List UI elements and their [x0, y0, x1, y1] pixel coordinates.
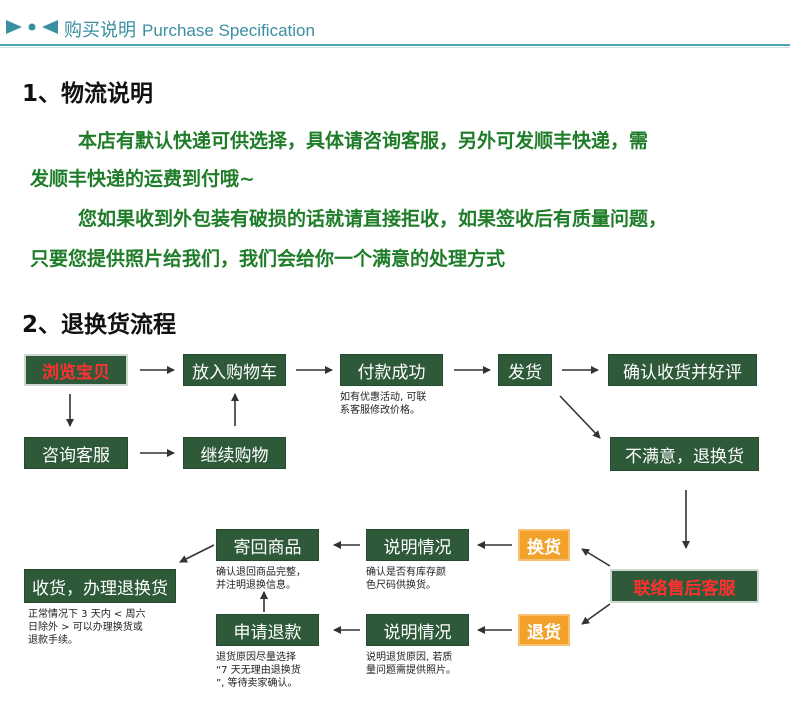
box-pay: 付款成功	[340, 354, 443, 386]
note-receive-line-1: 正常情况下 3 天内 < 周六	[28, 609, 146, 620]
box-consult: 咨询客服	[24, 437, 128, 469]
note-send-back-line-2: 并注明退换信息。	[216, 580, 296, 591]
note-explain-exchange: 确认是否有库存颜 色尺码供换货。	[366, 566, 446, 592]
box-receive: 收货，办理退换货	[24, 569, 176, 603]
section1-line-1: 本店有默认快递可供选择，具体请咨询客服，另外可发顺丰快递，需	[78, 130, 649, 152]
box-explain-exchange: 说明情况	[366, 529, 469, 561]
note-receive-line-3: 退款手续。	[28, 635, 78, 646]
arrow-sendback-receive	[179, 544, 215, 563]
box-send-back: 寄回商品	[216, 529, 319, 561]
note-pay-line-1: 如有优惠活动, 可联	[340, 392, 427, 403]
section1-line-4: 只要您提供照片给我们，我们会给你一个满意的处理方式	[30, 248, 506, 270]
note-pay-line-2: 系客服修改价格。	[340, 405, 420, 416]
note-receive-line-2: 日除外 > 可以办理换货或	[28, 622, 143, 633]
section2-heading: 2、退换货流程	[22, 312, 177, 338]
header-title-en: Purchase Specification	[142, 21, 315, 40]
section1-heading: 1、物流说明	[22, 81, 154, 107]
box-confirm: 确认收货并好评	[608, 354, 757, 386]
header-divider-light	[0, 47, 790, 48]
header-divider	[0, 44, 790, 46]
header-title: 购买说明 Purchase Specification	[64, 16, 315, 42]
box-exchange: 换货	[518, 529, 570, 561]
arrow-ship-unsatisfied	[559, 395, 601, 439]
note-apply-return-line-1: 退货原因尽量选择	[216, 652, 296, 663]
note-apply-return-line-2: “7 天无理由退换货	[216, 665, 301, 676]
note-send-back: 确认退回商品完整， 并注明退换信息。	[216, 566, 306, 592]
box-apply-return: 申请退款	[216, 614, 319, 646]
note-explain-return: 说明退货原因, 若质 量问题需提供照片。	[366, 651, 456, 677]
note-send-back-line-1: 确认退回商品完整，	[216, 567, 306, 578]
note-apply-return-line-3: ”, 等待卖家确认。	[216, 678, 298, 689]
box-return: 退货	[518, 614, 570, 646]
section1-line-3: 您如果收到外包装有破损的话就请直接拒收，如果签收后有质量问题，	[78, 208, 668, 230]
note-explain-exchange-line-1: 确认是否有库存颜	[366, 567, 446, 578]
arrow-contact-return	[581, 603, 611, 625]
box-browse: 浏览宝贝	[24, 354, 128, 386]
box-cart: 放入购物车	[183, 354, 286, 386]
bowtie-icon	[6, 20, 58, 34]
section1-line-2: 发顺丰快递的运费到付哦~	[30, 168, 255, 190]
note-apply-return: 退货原因尽量选择 “7 天无理由退换货 ”, 等待卖家确认。	[216, 651, 301, 690]
box-ship: 发货	[498, 354, 552, 386]
note-receive: 正常情况下 3 天内 < 周六 日除外 > 可以办理换货或 退款手续。	[28, 608, 145, 647]
header-title-cn: 购买说明	[64, 20, 136, 41]
box-continue: 继续购物	[183, 437, 286, 469]
box-explain-return: 说明情况	[366, 614, 469, 646]
box-unsatisfied: 不满意，退换货	[610, 437, 759, 471]
note-explain-return-line-1: 说明退货原因, 若质	[366, 652, 453, 663]
note-explain-exchange-line-2: 色尺码供换货。	[366, 580, 436, 591]
note-explain-return-line-2: 量问题需提供照片。	[366, 665, 456, 676]
page-header: 购买说明 Purchase Specification	[0, 0, 790, 50]
arrow-contact-exchange	[581, 548, 611, 567]
note-pay: 如有优惠活动, 可联 系客服修改价格。	[340, 391, 426, 417]
box-contact: 联络售后客服	[610, 569, 759, 603]
